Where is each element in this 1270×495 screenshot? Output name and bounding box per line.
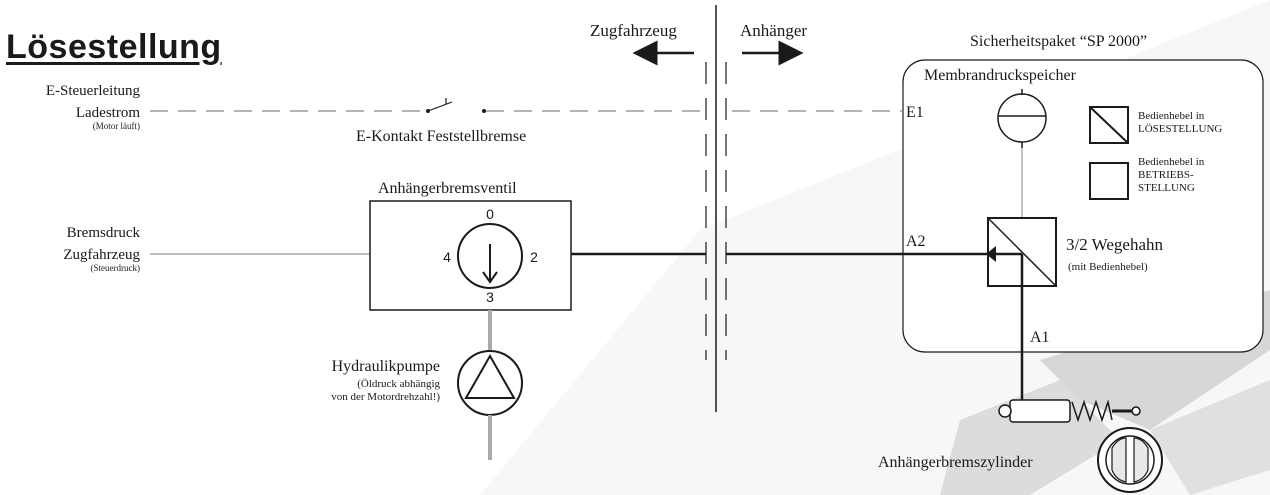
legend-release-line2: LÖSESTELLUNG (1138, 123, 1222, 135)
brake-pressure-label: Bremsdruck (67, 225, 141, 241)
legend-operate-line1: Bedienhebel in (1138, 156, 1205, 168)
pump-note-line1: (Öldruck abhängig (357, 378, 440, 390)
port-e1-label: E1 (906, 104, 924, 121)
charge-current-label: Ladestrom (76, 105, 140, 121)
legend-release-icon (1089, 106, 1129, 144)
accumulator-label: Membrandruckspeicher (924, 67, 1077, 84)
safety-package-box (902, 59, 1264, 353)
valve-port-bottom: 3 (486, 289, 494, 305)
port-a2-label: A2 (906, 233, 926, 250)
control-pressure-note: (Steuerdruck) (91, 263, 140, 273)
pump-circle (457, 350, 523, 416)
valve-port-right: 2 (530, 249, 538, 265)
legend-operate-line3: STELLUNG (1138, 182, 1195, 194)
way-valve-note: (mit Bedienhebel) (1068, 261, 1148, 273)
accumulator-icon (997, 89, 1047, 148)
legend-operate-line2: BETRIEBS- (1138, 169, 1194, 181)
port-a1-label: A1 (1030, 329, 1050, 346)
brake-cylinder-icon (998, 399, 1141, 423)
way-valve-arrow-icon (986, 246, 996, 262)
brake-drum-icon (1097, 427, 1163, 493)
way-valve-title: 3/2 Wegehahn (1066, 235, 1163, 254)
switch-icon (426, 98, 486, 113)
pump-note-line2: von der Motordrehzahl!) (331, 391, 440, 403)
direction-label-tractor: Zugfahrzeug (590, 21, 677, 40)
legend-release-line1: Bedienhebel in (1138, 110, 1205, 122)
page-title: Lösestellung (6, 28, 222, 66)
pump-title: Hydraulikpumpe (332, 358, 440, 375)
control-line-label: E-Steuerleitung (46, 83, 141, 99)
valve-port-top: 0 (486, 206, 494, 222)
switch-label: E-Kontakt Feststellbremse (356, 128, 526, 145)
brake-valve-box (369, 200, 572, 311)
tractor-label: Zugfahrzeug (63, 247, 140, 263)
cylinder-label: Anhängerbremszylinder (878, 454, 1033, 471)
legend-operate-icon (1089, 162, 1129, 200)
direction-label-trailer: Anhänger (740, 21, 807, 40)
pump-triangle-icon (464, 353, 516, 399)
motor-running-note: (Motor läuft) (93, 121, 140, 131)
coupling-separator (705, 5, 727, 412)
valve-title: Anhängerbremsventil (378, 180, 517, 197)
valve-port-left: 4 (443, 249, 451, 265)
package-title: Sicherheitspaket “SP 2000” (970, 33, 1147, 50)
valve-symbol-circle (457, 223, 523, 289)
